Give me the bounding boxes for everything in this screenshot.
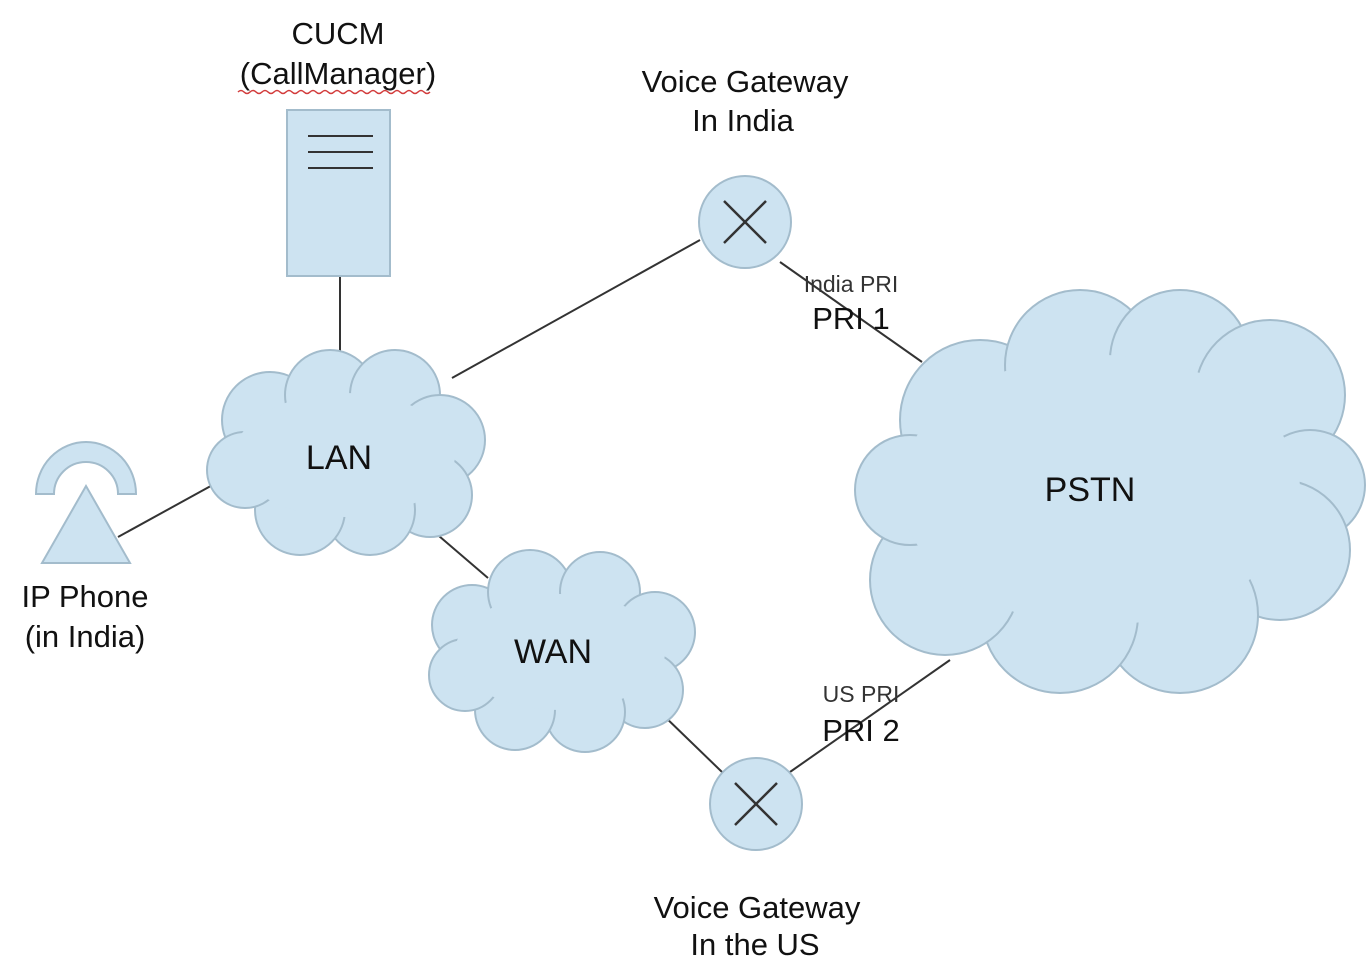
link-lan-gateway-india: [451, 239, 701, 379]
gateway-us-title: Voice Gateway: [654, 890, 861, 925]
wan-label: WAN: [514, 633, 592, 671]
voice-gateway-us-icon: [709, 757, 803, 851]
link-lan-wan: [431, 529, 489, 579]
cucm-server-icon: [286, 109, 391, 277]
link-gateway-india-pstn: [779, 261, 923, 363]
phone-subtitle: (in India): [25, 619, 146, 654]
lan-cloud: [206, 349, 486, 556]
lan-label: LAN: [306, 439, 372, 477]
gateway-us-subtitle: In the US: [690, 927, 819, 958]
pri2-small-label: US PRI: [823, 681, 900, 707]
ip-phone-icon: [34, 441, 138, 564]
link-gateway-us-pstn: [789, 659, 951, 773]
gateway-india-title: Voice Gateway: [642, 64, 849, 99]
pstn-label: PSTN: [1045, 471, 1136, 509]
link-phone-lan: [117, 481, 219, 538]
pstn-cloud: [854, 289, 1366, 694]
cucm-subtitle: (CallManager): [240, 56, 436, 91]
wan-cloud: [428, 549, 696, 753]
voice-gateway-india-icon: [698, 175, 792, 269]
link-wan-gateway-us: [659, 711, 723, 773]
pri1-small-label: India PRI: [804, 271, 899, 297]
phone-title: IP Phone: [22, 579, 149, 614]
pri1-label: PRI 1: [812, 301, 890, 336]
spellcheck-underline: [237, 89, 431, 95]
gateway-india-subtitle: In India: [692, 103, 794, 138]
cucm-title: CUCM: [292, 16, 385, 51]
pri2-label: PRI 2: [822, 713, 900, 748]
